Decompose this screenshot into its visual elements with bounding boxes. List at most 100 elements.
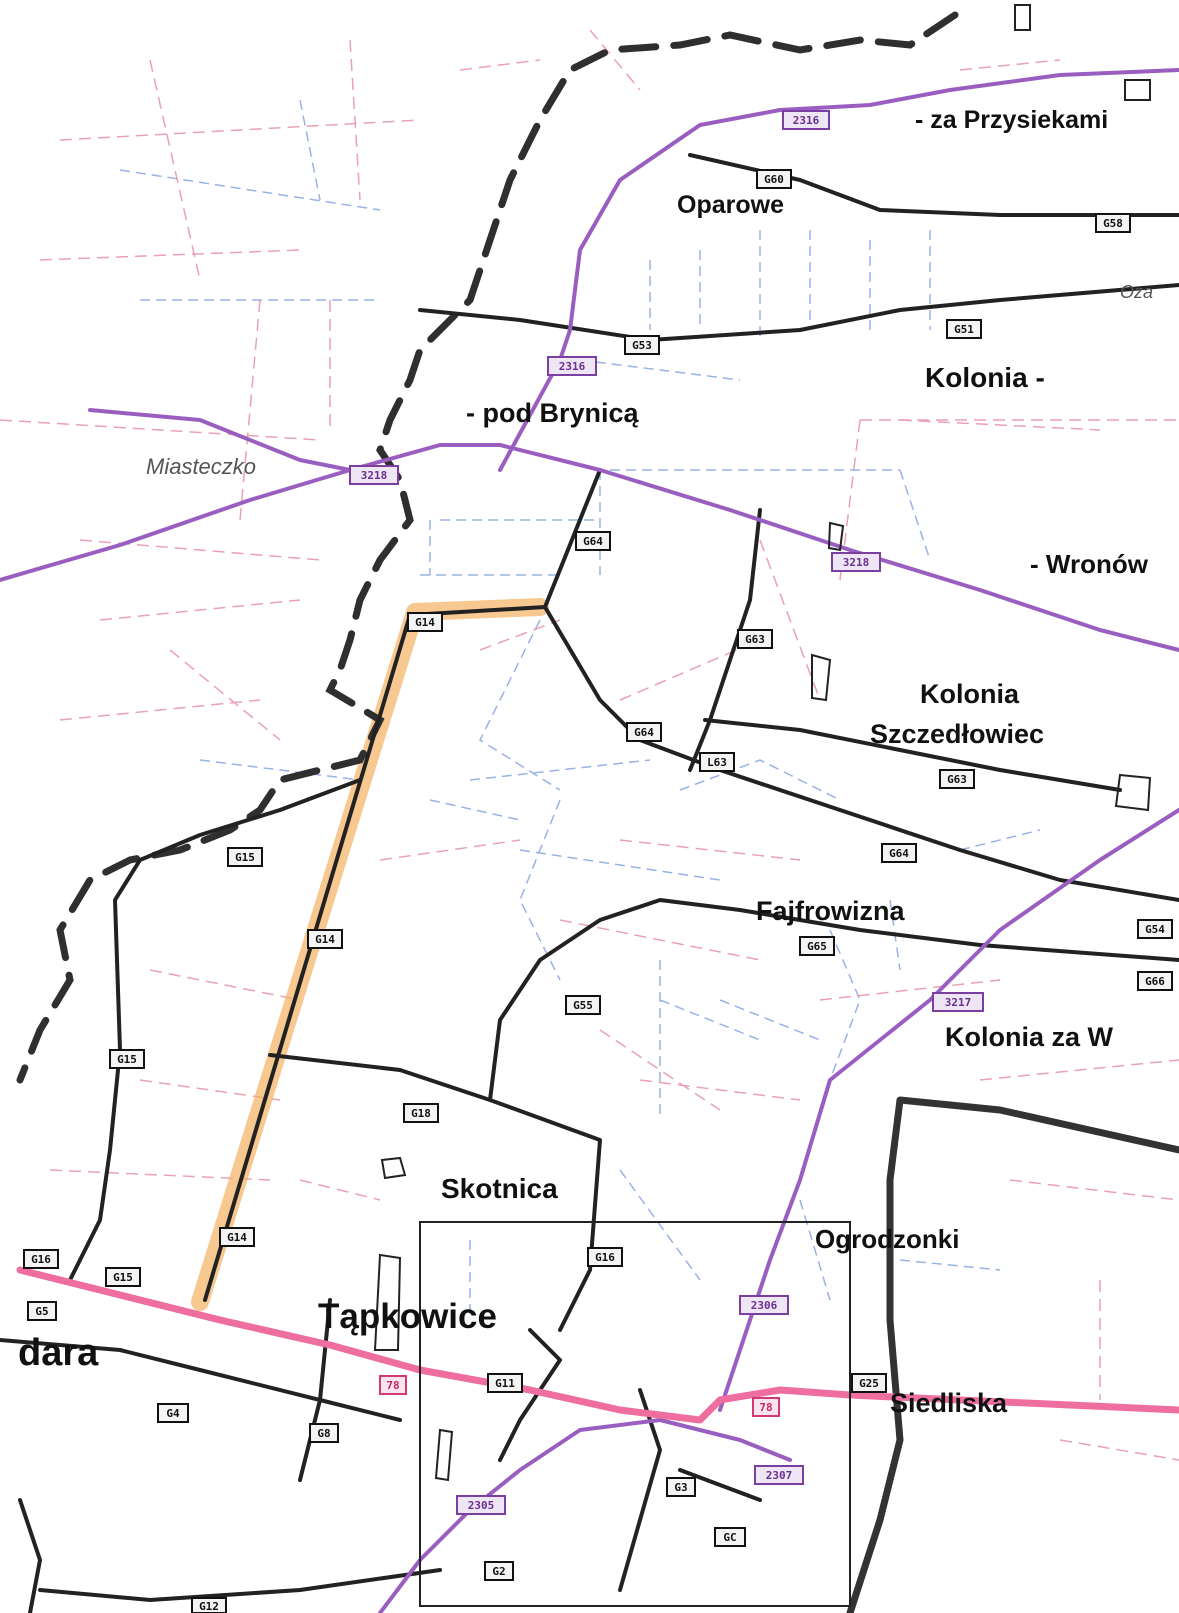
svg-text:3218: 3218 — [843, 556, 870, 569]
svg-text:G16: G16 — [595, 1251, 615, 1264]
svg-text:3217: 3217 — [945, 996, 972, 1009]
road-label-g63: G63 — [737, 629, 773, 649]
svg-text:G12: G12 — [199, 1600, 219, 1613]
place-pod-brynica: - pod Brynicą — [466, 398, 640, 428]
place-kolonia: Kolonia - — [925, 362, 1045, 393]
svg-text:G55: G55 — [573, 999, 593, 1012]
svg-text:G63: G63 — [745, 633, 765, 646]
road-label-3218-a: 3218 — [349, 465, 399, 485]
road-label-g15-b: G15 — [109, 1049, 145, 1069]
road-label-g53: G53 — [624, 335, 660, 355]
svg-text:G15: G15 — [235, 851, 255, 864]
road-label-g14-mid: G14 — [307, 929, 343, 949]
svg-text:G60: G60 — [764, 173, 784, 186]
svg-text:G54: G54 — [1145, 923, 1165, 936]
road-label-g14-top: G14 — [407, 612, 443, 632]
road-label-l63: L63 — [699, 752, 735, 772]
svg-text:G15: G15 — [113, 1271, 133, 1284]
svg-text:G16: G16 — [31, 1253, 51, 1266]
place-za-przysiekami: - za Przysiekami — [915, 106, 1108, 134]
svg-text:G2: G2 — [492, 1565, 505, 1578]
road-label-g63-b: G63 — [939, 769, 975, 789]
place-wronow: - Wronów — [1030, 549, 1149, 579]
road-label-2306: 2306 — [739, 1295, 789, 1315]
place-dara: dara — [18, 1332, 99, 1374]
road-label-g12: G12 — [191, 1597, 227, 1613]
svg-text:78: 78 — [386, 1379, 399, 1392]
svg-text:G14: G14 — [315, 933, 335, 946]
place-miasteczko: Miasteczko — [146, 454, 256, 479]
place-ogrodzonki: Ogrodzonki — [815, 1224, 959, 1254]
road-label-g64-c: G64 — [881, 843, 917, 863]
road-label-3217: 3217 — [932, 992, 984, 1012]
road-label-g55: G55 — [565, 995, 601, 1015]
administrative-boundary — [16, 11, 959, 1084]
road-label-g15-a: G15 — [227, 847, 263, 867]
svg-text:2307: 2307 — [766, 1469, 793, 1482]
svg-text:G58: G58 — [1103, 217, 1123, 230]
place-oparowe: Oparowe — [677, 191, 784, 219]
road-label-g66: G66 — [1137, 971, 1173, 991]
road-label-g51: G51 — [946, 319, 982, 339]
road-label-g64-b: G64 — [626, 722, 662, 742]
road-label-g3: G3 — [666, 1477, 696, 1497]
svg-text:G51: G51 — [954, 323, 974, 336]
road-labels: 2316 G60 G58 G53 G51 2316 3218 G64 3218 … — [23, 110, 1173, 1613]
local-roads — [0, 153, 1179, 1613]
road-label-78-b: 78 — [752, 1397, 780, 1417]
road-label-g14-low: G14 — [219, 1227, 255, 1247]
national-road-78 — [16, 1266, 1179, 1424]
road-label-g4: G4 — [157, 1403, 189, 1423]
place-tapkowice: Tąpkowice — [318, 1297, 497, 1336]
svg-text:G64: G64 — [634, 726, 654, 739]
svg-text:G64: G64 — [583, 535, 603, 548]
road-label-g58: G58 — [1095, 213, 1131, 233]
road-label-3218-b: 3218 — [831, 552, 881, 572]
svg-text:L63: L63 — [707, 756, 727, 769]
svg-text:G4: G4 — [166, 1407, 180, 1420]
svg-text:2306: 2306 — [751, 1299, 778, 1312]
place-kolonia-szczedlowiec-1: Kolonia — [920, 679, 1020, 709]
svg-text:G63: G63 — [947, 773, 967, 786]
road-label-g65: G65 — [799, 936, 835, 956]
svg-text:G14: G14 — [227, 1231, 247, 1244]
svg-text:G25: G25 — [859, 1377, 879, 1390]
road-label-2316-top: 2316 — [782, 110, 830, 130]
road-label-g16-b: G16 — [587, 1247, 623, 1267]
inset-frame — [419, 1221, 851, 1607]
district-boundary — [846, 1096, 1179, 1613]
svg-text:3218: 3218 — [361, 469, 388, 482]
road-label-g64-a: G64 — [575, 531, 611, 551]
road-label-g15-c: G15 — [105, 1267, 141, 1287]
place-siedliska: Siedliska — [890, 1388, 1008, 1418]
svg-text:G65: G65 — [807, 940, 827, 953]
svg-text:G3: G3 — [674, 1481, 687, 1494]
svg-text:G5: G5 — [35, 1305, 48, 1318]
svg-text:2316: 2316 — [559, 360, 586, 373]
svg-text:G53: G53 — [632, 339, 652, 352]
field-boundaries-red — [0, 29, 1179, 1461]
svg-text:GC: GC — [723, 1531, 736, 1544]
place-kolonia-szczedlowiec-2: Szczedłowiec — [870, 719, 1044, 749]
road-label-2307: 2307 — [754, 1465, 804, 1485]
road-label-gc: GC — [714, 1527, 746, 1547]
road-label-g60: G60 — [756, 169, 792, 189]
road-label-g54: G54 — [1137, 919, 1173, 939]
road-label-2305: 2305 — [456, 1495, 506, 1515]
svg-text:2316: 2316 — [793, 114, 820, 127]
svg-text:G8: G8 — [317, 1427, 330, 1440]
svg-text:G14: G14 — [415, 616, 435, 629]
road-label-g18: G18 — [403, 1103, 439, 1123]
road-label-g16: G16 — [23, 1249, 59, 1269]
svg-text:G18: G18 — [411, 1107, 431, 1120]
svg-text:G15: G15 — [117, 1053, 137, 1066]
place-fajfrowizna: Fajfrowizna — [756, 896, 905, 926]
road-label-g8: G8 — [309, 1423, 339, 1443]
place-skotnica: Skotnica — [441, 1173, 558, 1204]
place-names: - za Przysiekami Oparowe Oza Kolonia - -… — [18, 106, 1153, 1418]
svg-text:2305: 2305 — [468, 1499, 495, 1512]
svg-text:G11: G11 — [495, 1377, 515, 1390]
building-outlines — [373, 4, 1152, 1482]
